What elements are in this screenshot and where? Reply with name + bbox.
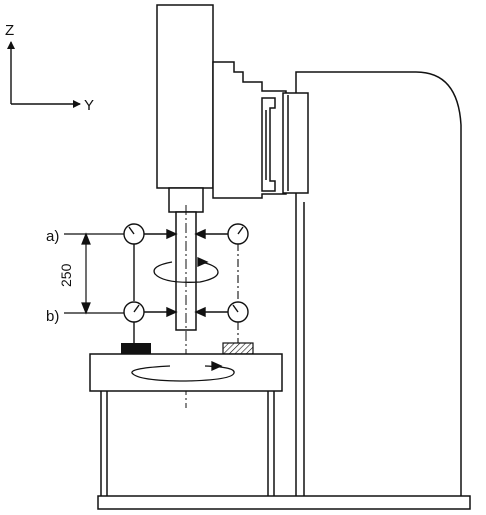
spindle-housing bbox=[156, 4, 214, 189]
dial-indicator-right-top bbox=[194, 223, 249, 245]
machine-column bbox=[295, 71, 462, 496]
magnetic-base-dark bbox=[121, 343, 151, 354]
position-b-label: b) bbox=[46, 308, 59, 325]
head-carriage bbox=[212, 61, 287, 199]
base-plate bbox=[97, 495, 471, 510]
magnetic-base-hatched bbox=[222, 342, 254, 355]
dial-indicator-left-top bbox=[123, 223, 178, 245]
coordinate-axes bbox=[7, 41, 81, 108]
spindle-rotation-arrow bbox=[153, 256, 219, 283]
dial-indicator-left-bottom bbox=[123, 301, 178, 323]
dial-indicator-right-bottom bbox=[194, 301, 249, 323]
machine-table bbox=[89, 353, 283, 392]
dimension-250 bbox=[64, 232, 132, 315]
table-pedestal bbox=[100, 391, 275, 496]
guide-slide bbox=[282, 92, 309, 194]
table-rotation-arrow bbox=[131, 360, 235, 382]
position-a-label: a) bbox=[46, 228, 59, 245]
y-axis-label: Y bbox=[84, 97, 94, 114]
dimension-label: 250 bbox=[58, 263, 74, 287]
spindle-head bbox=[156, 4, 309, 331]
z-axis-label: Z bbox=[5, 22, 14, 39]
